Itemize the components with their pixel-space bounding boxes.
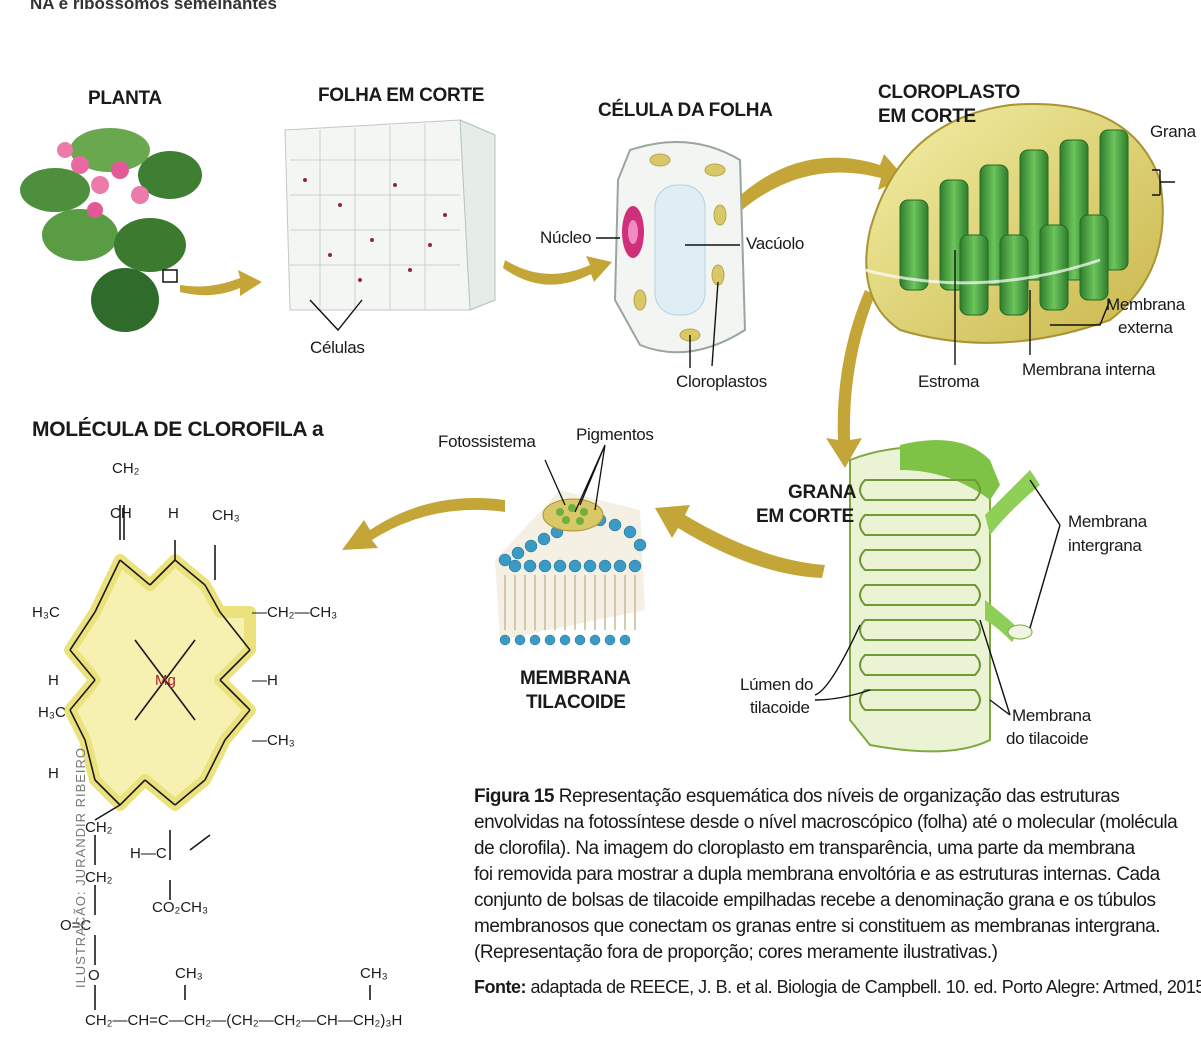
label-membrana-externa-1: Membrana <box>1106 295 1185 315</box>
label-membrana-intergrana-1: Membrana <box>1068 512 1147 532</box>
label-membrana-tilacoide-2: do tilacoide <box>1006 729 1088 749</box>
ch2-b: CH₂ <box>85 869 113 886</box>
plant-illustration <box>20 128 202 332</box>
ch-label: CH <box>110 505 132 522</box>
ch2-a: CH₂ <box>85 819 113 836</box>
o-atom: O <box>88 967 100 984</box>
caption-line-5: conjunto de bolsas de tilacoide empilhad… <box>474 888 1194 914</box>
figure-caption: Figura 15 Representação esquemática dos … <box>474 784 1194 1000</box>
ch2-top: CH₂ <box>112 460 140 477</box>
ch3-tail1: CH₃ <box>175 965 203 982</box>
caption-line-2: envolvidas na fotossíntese desde o nível… <box>474 810 1194 836</box>
h3c-left2: H₃C <box>38 704 66 721</box>
h3c-left: H₃C <box>32 604 60 621</box>
label-pigmentos: Pigmentos <box>576 425 654 445</box>
title-membrana: MEMBRANA <box>520 668 631 690</box>
fonte-label: Fonte: <box>474 977 526 997</box>
chlorophyll-molecule <box>70 505 370 1010</box>
fonte-text: adaptada de REECE, J. B. et al. Biologia… <box>531 977 1201 997</box>
label-lumen-1: Lúmen do <box>740 675 813 695</box>
caption-line-3: de clorofila). Na imagem do cloroplasto … <box>474 836 1194 862</box>
label-grana: Grana <box>1150 122 1196 142</box>
title-celula-da-folha: CÉLULA DA FOLHA <box>598 100 773 122</box>
leaf-cell-illustration <box>596 142 745 368</box>
ch3-tail2: CH₃ <box>360 965 388 982</box>
label-membrana-tilacoide-1: Membrana <box>1012 706 1091 726</box>
mg-atom: Mg <box>155 672 176 689</box>
label-vacuolo: Vacúolo <box>746 234 804 254</box>
title-grana-corte: EM CORTE <box>756 506 854 528</box>
label-lumen-2: tilacoide <box>750 698 810 718</box>
label-estroma: Estroma <box>918 372 979 392</box>
figure-number: Figura 15 <box>474 786 554 807</box>
label-membrana-interna: Membrana interna <box>1022 360 1155 380</box>
leaf-section-illustration <box>285 120 495 330</box>
side-credit: ILUSTRAÇÃO: JURANDIR RIBEIRO <box>73 747 88 988</box>
title-planta: PLANTA <box>88 88 162 110</box>
label-membrana-externa-2: externa <box>1118 318 1173 338</box>
label-cloroplastos: Cloroplastos <box>676 372 767 392</box>
ch2ch3: —CH₂—CH₃ <box>252 604 337 621</box>
title-grana: GRANA <box>788 482 856 504</box>
label-nucleo: Núcleo <box>540 228 591 248</box>
label-celulas: Células <box>310 338 365 358</box>
thylakoid-membrane-illustration <box>495 445 646 645</box>
title-tilacoide: TILACOIDE <box>526 692 626 714</box>
label-fotossistema: Fotossistema <box>438 432 536 452</box>
phytol-tail: CH₂—CH=C—CH₂—(CH₂—CH₂—CH—CH₂)₃H <box>85 1012 402 1029</box>
title-molecula-clorofila: MOLÉCULA DE CLOROFILA a <box>32 418 323 442</box>
caption-line-6: membranosos que conectam os granas entre… <box>474 914 1194 940</box>
h-left: H <box>48 672 59 689</box>
h-right: —H <box>252 672 278 689</box>
caption-line-4: foi removida para mostrar a dupla membra… <box>474 862 1194 888</box>
title-cloroplasto: CLOROPLASTO <box>878 82 1020 104</box>
h-low: H <box>48 765 59 782</box>
label-membrana-intergrana-2: intergrana <box>1068 536 1142 556</box>
h-top: H <box>168 505 179 522</box>
title-cloroplasto-corte: EM CORTE <box>878 106 976 128</box>
co2ch3: CO₂CH₃ <box>152 899 208 916</box>
caption-line-1: Representação esquemática dos níveis de … <box>559 786 1120 807</box>
h-c: H—C <box>130 845 167 862</box>
caption-line-7: (Representação fora de proporção; cores … <box>474 940 1194 966</box>
title-folha-em-corte: FOLHA EM CORTE <box>318 85 484 107</box>
ch3-right: —CH₃ <box>252 732 295 749</box>
ch3-top: CH₃ <box>212 507 240 524</box>
